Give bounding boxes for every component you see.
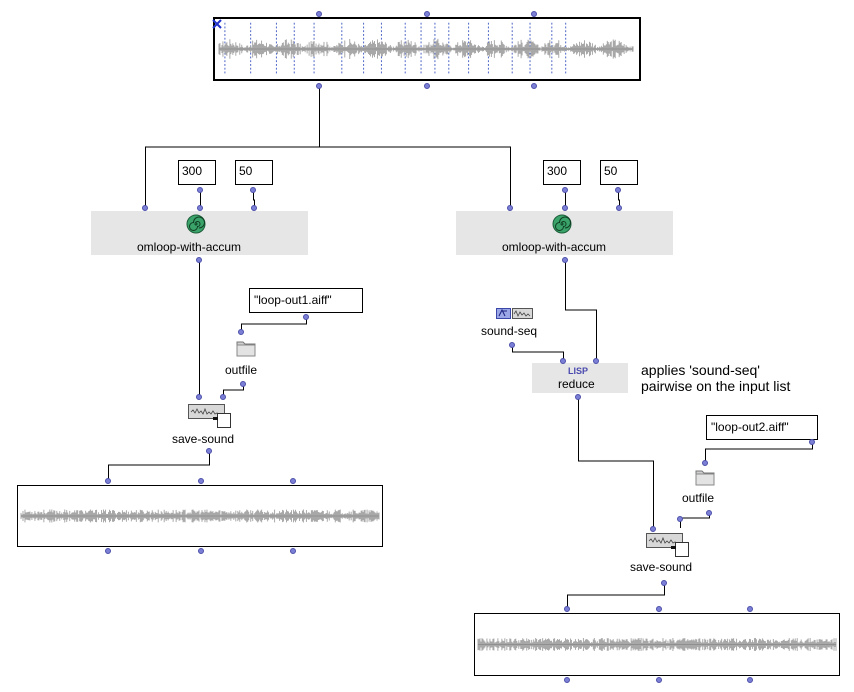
inlet-port[interactable] [290,478,296,484]
loop-spiral-icon [552,214,572,234]
outlet-port[interactable] [303,314,309,320]
left-output-sound-box[interactable] [17,485,383,547]
inlet-port[interactable] [656,606,662,612]
outlet-port[interactable] [809,439,815,445]
left-output-waveform [20,509,380,523]
outlet-port[interactable] [615,187,621,193]
inlet-port[interactable] [198,478,204,484]
save-sound-icon [646,533,690,557]
outlet-port[interactable] [316,83,322,89]
right-number-300[interactable]: 300 [543,160,581,185]
comment-line-1: applies 'sound-seq' [641,362,760,378]
sound-seq-label: sound-seq [481,324,538,338]
right-output-sound-box[interactable] [474,613,840,676]
outlet-port[interactable] [562,257,568,263]
inlet-port[interactable] [616,205,622,211]
reduce-label: reduce [558,377,595,391]
right-outfile-label: outfile [682,491,715,505]
outlet-port[interactable] [747,677,753,683]
input-waveform [218,22,634,76]
outlet-port[interactable] [424,83,430,89]
inlet-port[interactable] [593,358,599,364]
outlet-port[interactable] [196,257,202,263]
outlet-port[interactable] [564,677,570,683]
outlet-port[interactable] [198,548,204,554]
inlet-port[interactable] [531,11,537,17]
input-sound-box[interactable] [213,17,641,81]
outlet-port[interactable] [509,342,515,348]
outlet-port[interactable] [661,580,667,586]
folder-icon [235,336,257,358]
right-number-50[interactable]: 50 [600,160,638,185]
inlet-port[interactable] [564,606,570,612]
right-filename-string[interactable]: "loop-out2.aiff" [706,415,818,440]
folder-icon [694,465,716,487]
left-filename-string[interactable]: "loop-out1.aiff" [249,288,363,313]
reduce-box[interactable] [532,363,628,393]
left-save-sound-label: save-sound [172,432,235,446]
outlet-port[interactable] [562,187,568,193]
inlet-port[interactable] [562,205,568,211]
left-outfile-label: outfile [225,363,258,377]
inlet-port[interactable] [747,606,753,612]
inlet-port[interactable] [424,11,430,17]
loop-spiral-icon [186,214,206,234]
inlet-port[interactable] [316,11,322,17]
inlet-port[interactable] [238,329,244,335]
inlet-port[interactable] [560,358,566,364]
outlet-port[interactable] [656,677,662,683]
left-number-50[interactable]: 50 [235,160,273,185]
delete-marker-icon[interactable] [212,16,222,29]
right-omloop-label: omloop-with-accum [502,240,607,254]
outlet-port[interactable] [706,510,712,516]
outlet-port[interactable] [105,548,111,554]
left-omloop-label: omloop-with-accum [137,240,242,254]
inlet-port[interactable] [220,394,226,400]
outlet-port[interactable] [290,548,296,554]
save-sound-icon [188,404,232,428]
inlet-port[interactable] [197,205,203,211]
sound-seq-icon [496,306,534,320]
right-save-sound-label: save-sound [630,560,693,574]
inlet-port[interactable] [650,526,656,532]
inlet-port[interactable] [251,205,257,211]
comment-line-2: pairwise on the input list [641,378,791,394]
inlet-port[interactable] [105,478,111,484]
outlet-port[interactable] [531,83,537,89]
lisp-tag: LISP [568,366,589,376]
inlet-port[interactable] [196,394,202,400]
left-number-300[interactable]: 300 [178,160,216,185]
outlet-port[interactable] [197,187,203,193]
inlet-port[interactable] [507,205,513,211]
inlet-port[interactable] [702,460,708,466]
outlet-port[interactable] [240,381,246,387]
outlet-port[interactable] [575,394,581,400]
inlet-port[interactable] [677,516,683,522]
outlet-port[interactable] [250,187,256,193]
inlet-port[interactable] [142,205,148,211]
right-output-waveform [477,638,837,651]
outlet-port[interactable] [206,448,212,454]
